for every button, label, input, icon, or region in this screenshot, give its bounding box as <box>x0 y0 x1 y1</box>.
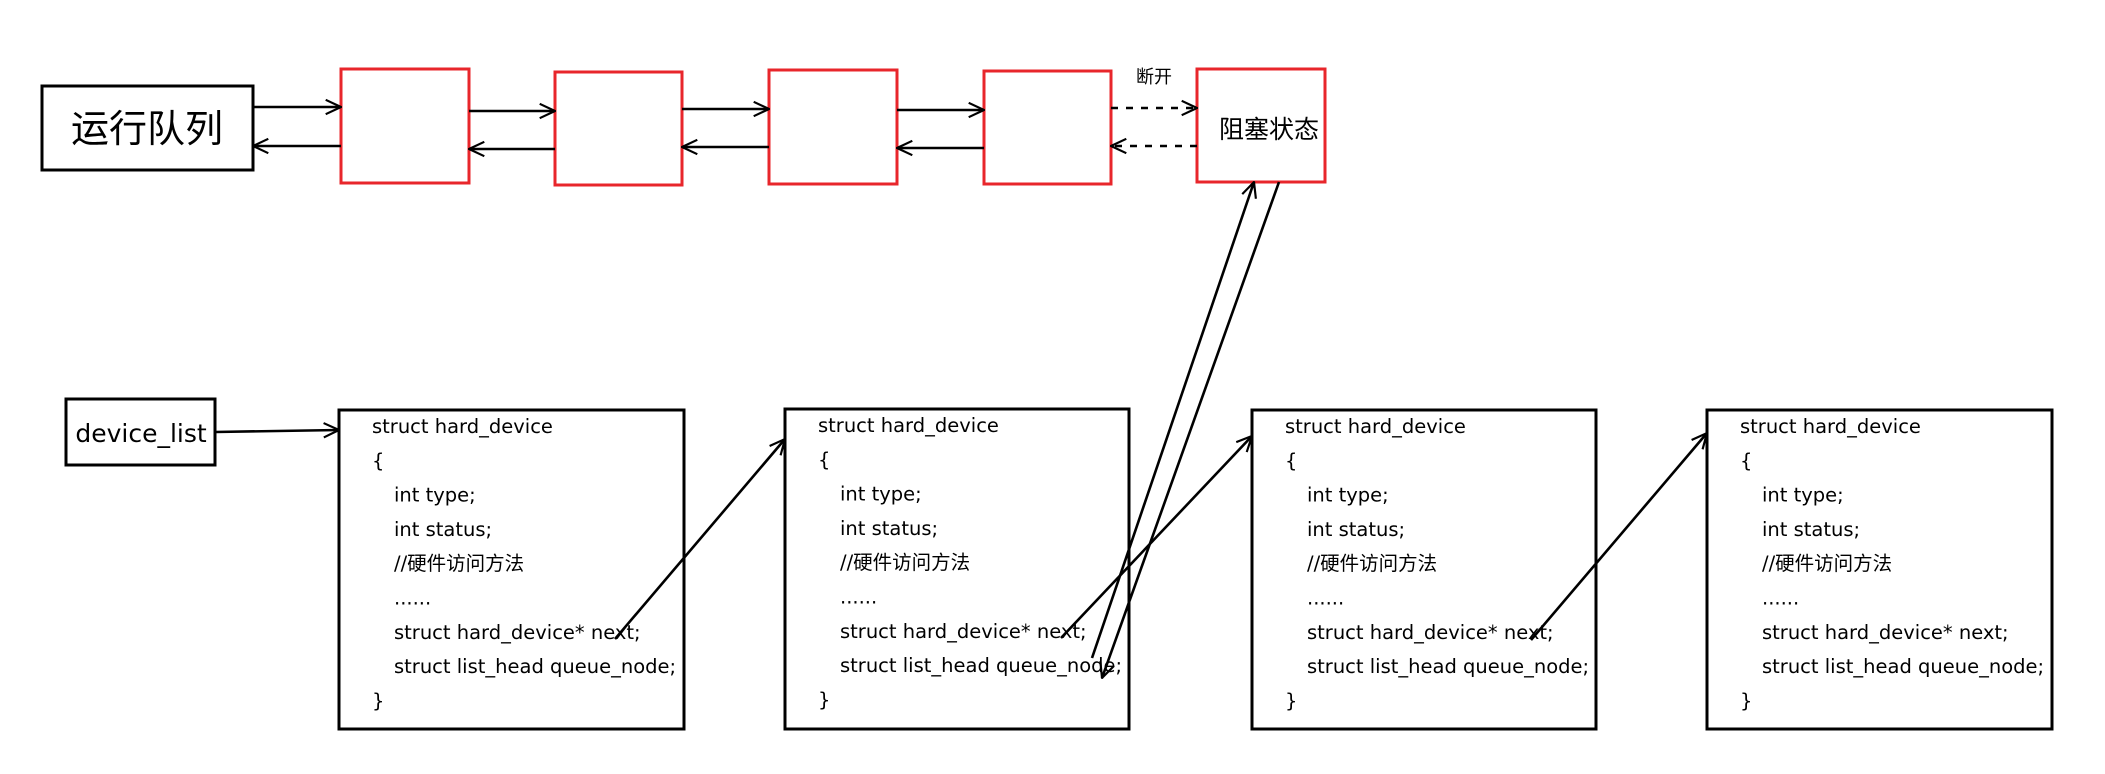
device-code-line: int type; <box>840 483 922 506</box>
device-code-line: struct list_head queue_node; <box>840 654 1122 677</box>
device-code-line: struct hard_device* next; <box>1307 621 1554 644</box>
device-code-line: struct hard_device <box>818 414 999 437</box>
device-code-line: //硬件访问方法 <box>840 551 970 574</box>
queue-node-1 <box>339 67 471 185</box>
device-code-line: struct hard_device* next; <box>394 621 641 644</box>
queue-node-4 <box>982 69 1113 186</box>
device-code-line: struct hard_device <box>372 415 553 438</box>
device-code-line: ...... <box>840 586 877 609</box>
device-list-label: device_list <box>75 419 207 448</box>
device-code-line: struct list_head queue_node; <box>1307 655 1589 678</box>
device-code-line: struct hard_device* next; <box>840 620 1087 643</box>
device-node-3: struct hard_device { int type; int status; /… <box>1250 408 1598 731</box>
device-list-head: device_list <box>64 397 217 467</box>
device-code-line: int type; <box>1307 484 1389 507</box>
device-code-line: //硬件访问方法 <box>394 552 524 575</box>
disconnect-label: 断开 <box>1136 67 1172 88</box>
device-code-line: int status; <box>394 518 492 541</box>
queue-node-2 <box>553 70 684 187</box>
device-nodes: struct hard_device { int type; int status; /… <box>337 407 2054 731</box>
device-code-line: int type; <box>394 484 476 507</box>
device-code-line: } <box>1285 689 1297 712</box>
device-code-line: { <box>1285 449 1297 472</box>
device-code-line: } <box>372 689 384 712</box>
device-code-line: { <box>1740 449 1752 472</box>
device-code-line: int status; <box>1762 518 1860 541</box>
queue-links <box>253 107 1197 149</box>
blocked-state-node: 阻塞状态 <box>1195 67 1327 184</box>
device-list-pointer <box>214 430 339 432</box>
device-node-1: struct hard_device { int type; int status; /… <box>337 408 686 731</box>
device-code-line: struct hard_device <box>1740 415 1921 438</box>
device-code-line: ...... <box>394 587 431 610</box>
device-code-line: //硬件访问方法 <box>1762 552 1892 575</box>
device-code-line: } <box>818 688 830 711</box>
blocked-state-label: 阻塞状态 <box>1219 115 1319 144</box>
device-node-2: struct hard_device { int type; int status; /… <box>783 407 1131 731</box>
device-code-line: struct hard_device* next; <box>1762 621 2009 644</box>
device-code-line: struct list_head queue_node; <box>1762 655 2044 678</box>
device-code-line: { <box>818 448 830 471</box>
run-queue-label: 运行队列 <box>71 107 223 151</box>
device-code-line: ...... <box>1762 587 1799 610</box>
run-queue-head: 运行队列 <box>40 84 255 172</box>
device-code-line: { <box>372 449 384 472</box>
blocked-queue-links <box>1090 182 1281 678</box>
device-code-line: //硬件访问方法 <box>1307 552 1437 575</box>
device-code-line: ...... <box>1307 587 1344 610</box>
device-code-line: int status; <box>1307 518 1405 541</box>
device-code-line: struct hard_device <box>1285 415 1466 438</box>
device-node-4: struct hard_device { int type; int status; /… <box>1705 408 2054 731</box>
next-links <box>614 433 1707 641</box>
device-code-line: struct list_head queue_node; <box>394 655 676 678</box>
device-code-line: int status; <box>840 517 938 540</box>
queue-node-3 <box>767 68 899 186</box>
device-code-line: int type; <box>1762 484 1844 507</box>
device-code-line: } <box>1740 689 1752 712</box>
